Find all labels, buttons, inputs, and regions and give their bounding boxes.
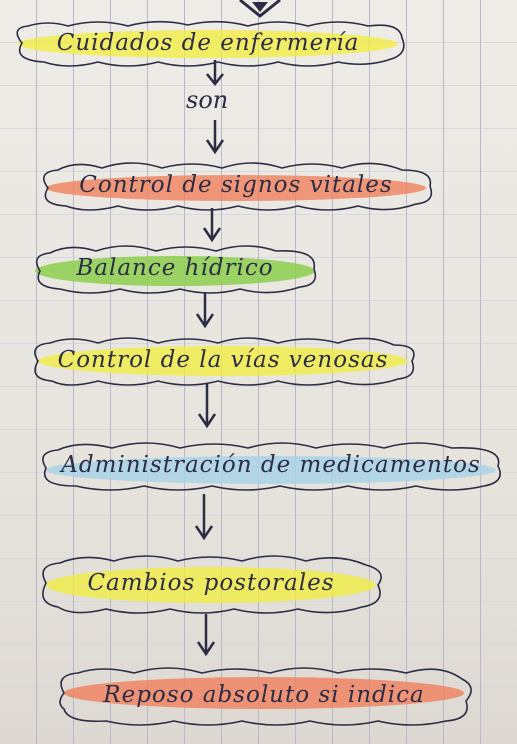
arrow-connector-2	[195, 292, 215, 329]
node-label: Control de signos vitales	[79, 172, 393, 198]
highlight-yellow	[46, 567, 376, 603]
node-label: Cambios postorales	[87, 570, 335, 596]
node-control-de-signos-vitales: Control de signos vitales	[36, 160, 436, 211]
node-reposo-absoluto: Reposo absoluto si indica	[54, 665, 474, 726]
node-cambios-postorales: Cambios postorales	[36, 553, 386, 614]
node-cuidados-de-enfermeria: Cuidados de enfermería	[8, 18, 408, 68]
arrow-top-incoming	[239, 0, 281, 18]
connector-word-son: son	[186, 86, 229, 114]
highlight-yellow	[38, 346, 408, 376]
node-label: Balance hídrico	[76, 255, 274, 281]
node-balance-hidrico: Balance hídrico	[30, 243, 320, 294]
arrow-connector-0	[206, 60, 224, 87]
cloud-outline	[42, 442, 501, 491]
arrow-connector-3	[197, 384, 217, 429]
highlight-orange	[64, 677, 464, 709]
node-label: Cuidados de enfermería	[56, 30, 360, 56]
cloud-outline	[42, 555, 382, 614]
node-label: Control de la vías venosas	[57, 347, 389, 373]
arrow-connector-5	[196, 614, 216, 657]
highlight-green	[35, 256, 315, 286]
cloud-outline	[34, 337, 415, 386]
arrow-connector-1	[202, 208, 222, 243]
highlight-yellow	[18, 30, 398, 58]
cloud-outline	[16, 20, 405, 67]
arrow-connector-4	[194, 494, 214, 541]
node-label: Administración de medicamentos	[61, 452, 481, 478]
cloud-outline	[59, 667, 472, 726]
node-administracion-de-medicamentos: Administración de medicamentos	[36, 440, 506, 491]
highlight-blue	[46, 456, 496, 484]
highlight-orange	[46, 175, 426, 201]
node-label: Reposo absoluto si indica	[103, 682, 425, 708]
node-control-de-vias-venosas: Control de la vías venosas	[28, 335, 418, 386]
cloud-outline	[35, 245, 317, 294]
cloud-outline	[42, 162, 433, 211]
arrow-connector-0b	[205, 120, 225, 155]
